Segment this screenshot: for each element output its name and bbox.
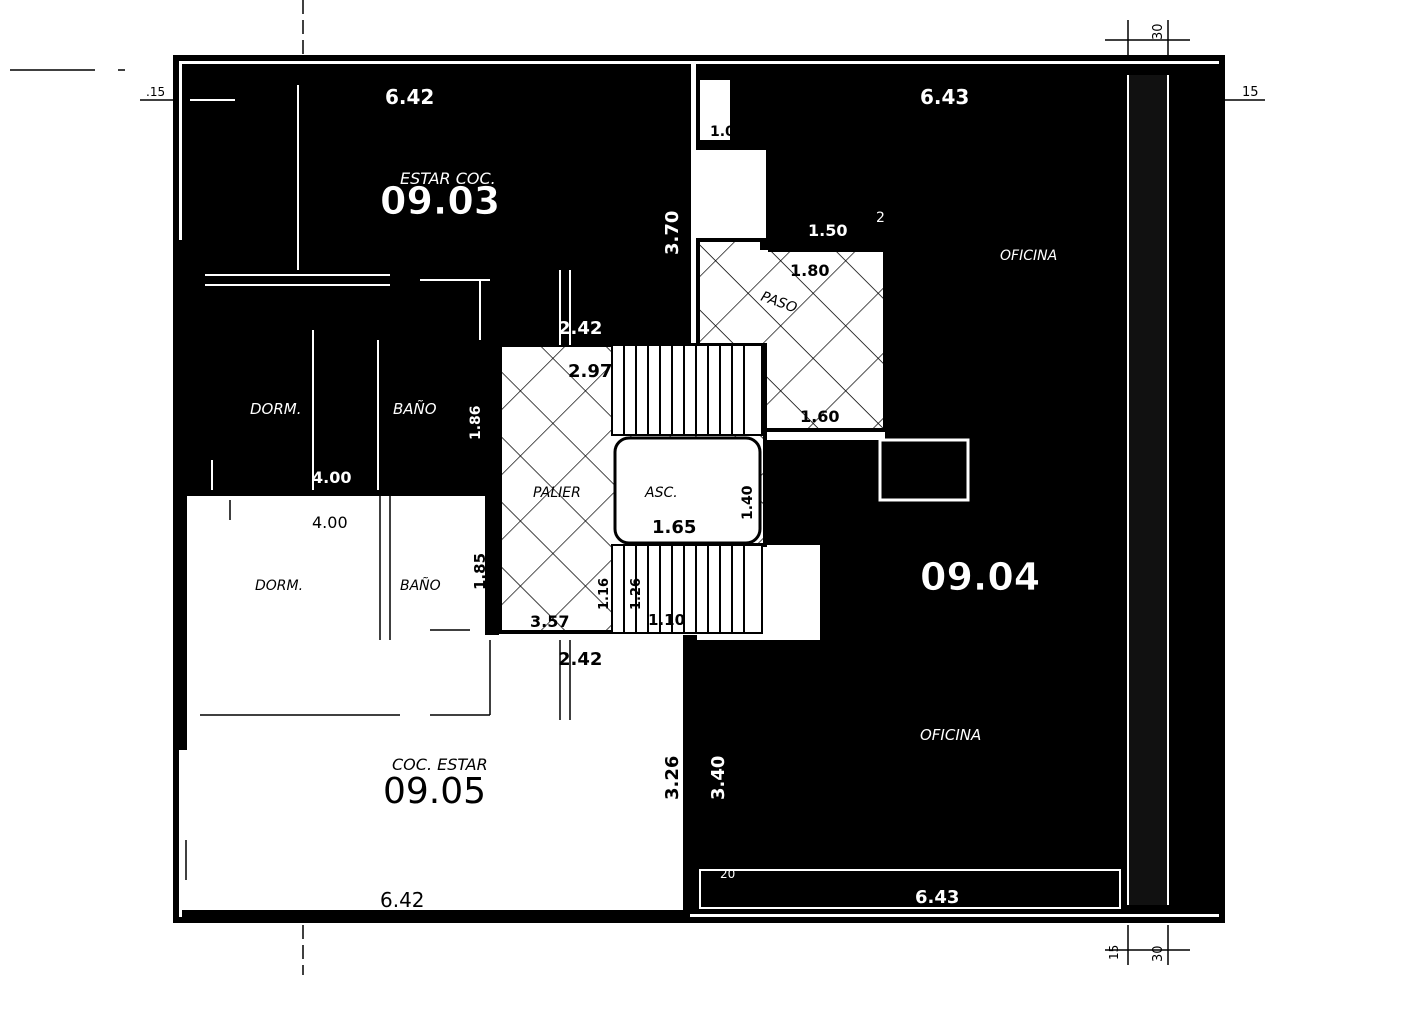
axis-lines xyxy=(10,0,1265,975)
walls xyxy=(177,64,1220,918)
elevator-shaft xyxy=(613,436,762,545)
stair-upper xyxy=(611,344,763,436)
dim-185: 1.85 xyxy=(471,553,489,590)
room-dorm-top: DORM. xyxy=(250,400,302,418)
dim-186: 1.86 xyxy=(468,405,484,440)
dim-bottom-right: 6.43 xyxy=(915,887,959,908)
unit-0904-kind-bottom: OFICINA xyxy=(920,726,981,744)
dim-242b: 2.42 xyxy=(558,649,602,670)
dim-15c: 15 xyxy=(1107,945,1121,960)
dim-340: 3.40 xyxy=(708,756,729,800)
dim-100: 1.00 xyxy=(710,124,745,140)
unit-0905-kind: COC. ESTAR xyxy=(392,755,488,774)
dim-2: 2 xyxy=(876,210,885,226)
dim-150: 1.50 xyxy=(808,221,847,240)
unit-0903-lines xyxy=(190,85,571,490)
unit-0903-kind: ESTAR COC. xyxy=(400,169,496,188)
dim-15a: .15 xyxy=(146,85,165,99)
unit-0904-number: 09.04 xyxy=(920,555,1040,599)
unit-0903-fill xyxy=(182,64,690,490)
unit-0905-lines xyxy=(185,495,571,880)
dim-165: 1.65 xyxy=(652,517,696,538)
room-bano-top: BAÑO xyxy=(393,399,437,418)
dim-30a: 30 xyxy=(1151,23,1166,40)
dim-357: 3.57 xyxy=(530,612,569,631)
dim-215: 2.15 xyxy=(902,333,920,370)
dim-180: 1.80 xyxy=(790,261,829,280)
dim-95: 95 xyxy=(912,274,929,289)
stair-lower xyxy=(611,544,763,634)
dim-140: 1.40 xyxy=(740,485,756,520)
dim-400b: 4.00 xyxy=(312,513,348,532)
unit-0904-kind-top: OFICINA xyxy=(1000,248,1057,264)
dim-116: 1.16 xyxy=(597,578,612,610)
dim-160a: 1.60 xyxy=(800,407,839,426)
wc-space xyxy=(696,150,766,240)
window-strip-right xyxy=(1128,75,1168,905)
dim-326: 3.26 xyxy=(662,756,683,800)
dim-15b: 15 xyxy=(1242,85,1259,100)
dim-160b: 1.60 xyxy=(808,448,847,467)
room-palier: PALIER xyxy=(533,485,581,501)
unit-0903-number: 09.03 xyxy=(380,179,500,223)
dim-370: 3.70 xyxy=(662,211,683,255)
dim-400a: 4.00 xyxy=(312,468,351,487)
dim-30b: 30 xyxy=(1151,945,1166,962)
dim-20: 20 xyxy=(720,867,735,881)
dim-242a: 2.42 xyxy=(558,318,602,339)
room-dorm-bottom: DORM. xyxy=(255,578,303,594)
wc-upper xyxy=(700,80,730,140)
dim-297: 2.97 xyxy=(568,361,612,382)
dim-126: 1.26 xyxy=(629,578,644,610)
dim-top-right: 6.43 xyxy=(920,85,969,109)
dim-top-left: 6.42 xyxy=(385,85,434,109)
room-asc: ASC. xyxy=(644,485,678,501)
dim-110: 1.10 xyxy=(648,611,685,629)
unit-0905-number: 09.05 xyxy=(383,771,486,812)
dim-right-height: 10.40 xyxy=(1196,457,1220,520)
room-bano-bottom: BAÑO xyxy=(400,577,441,594)
unit-0904-fill xyxy=(696,64,1216,914)
dim-bottom-left: 6.42 xyxy=(380,888,425,912)
